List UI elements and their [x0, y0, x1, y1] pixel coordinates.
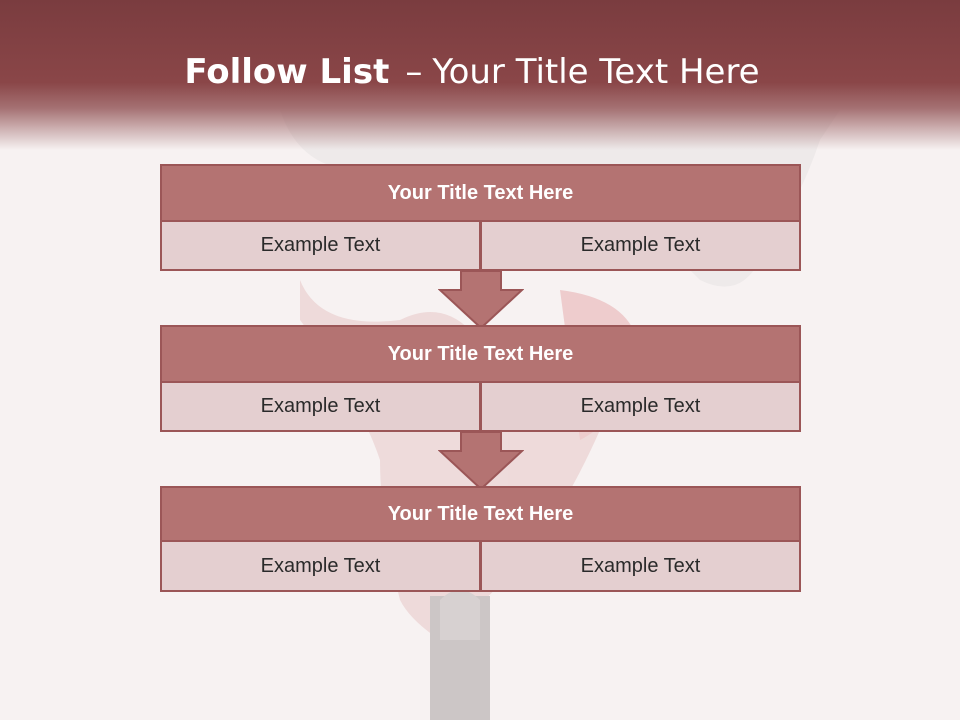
- block-cell-right: Example Text: [481, 542, 801, 592]
- list-block-1: Your Title Text Here Example Text Exampl…: [160, 164, 801, 271]
- title-bold: Follow List: [184, 52, 390, 92]
- list-block-2: Your Title Text Here Example Text Exampl…: [160, 325, 801, 432]
- title-separator: –: [405, 52, 423, 92]
- block-row: Example Text Example Text: [160, 383, 801, 432]
- block-cell-left: Example Text: [160, 222, 481, 271]
- block-title: Your Title Text Here: [160, 164, 801, 222]
- title-rest: Your Title Text Here: [432, 52, 760, 92]
- block-cell-left: Example Text: [160, 383, 481, 432]
- block-row: Example Text Example Text: [160, 542, 801, 592]
- slide-title: Follow List–Your Title Text Here: [0, 52, 944, 92]
- title-banner: [0, 0, 960, 150]
- down-arrow-icon: [438, 431, 524, 491]
- block-cell-right: Example Text: [481, 222, 801, 271]
- block-cell-left: Example Text: [160, 542, 481, 592]
- block-title: Your Title Text Here: [160, 486, 801, 542]
- block-title: Your Title Text Here: [160, 325, 801, 383]
- block-row: Example Text Example Text: [160, 222, 801, 271]
- list-block-3: Your Title Text Here Example Text Exampl…: [160, 486, 801, 592]
- down-arrow-icon: [438, 270, 524, 330]
- block-cell-right: Example Text: [481, 383, 801, 432]
